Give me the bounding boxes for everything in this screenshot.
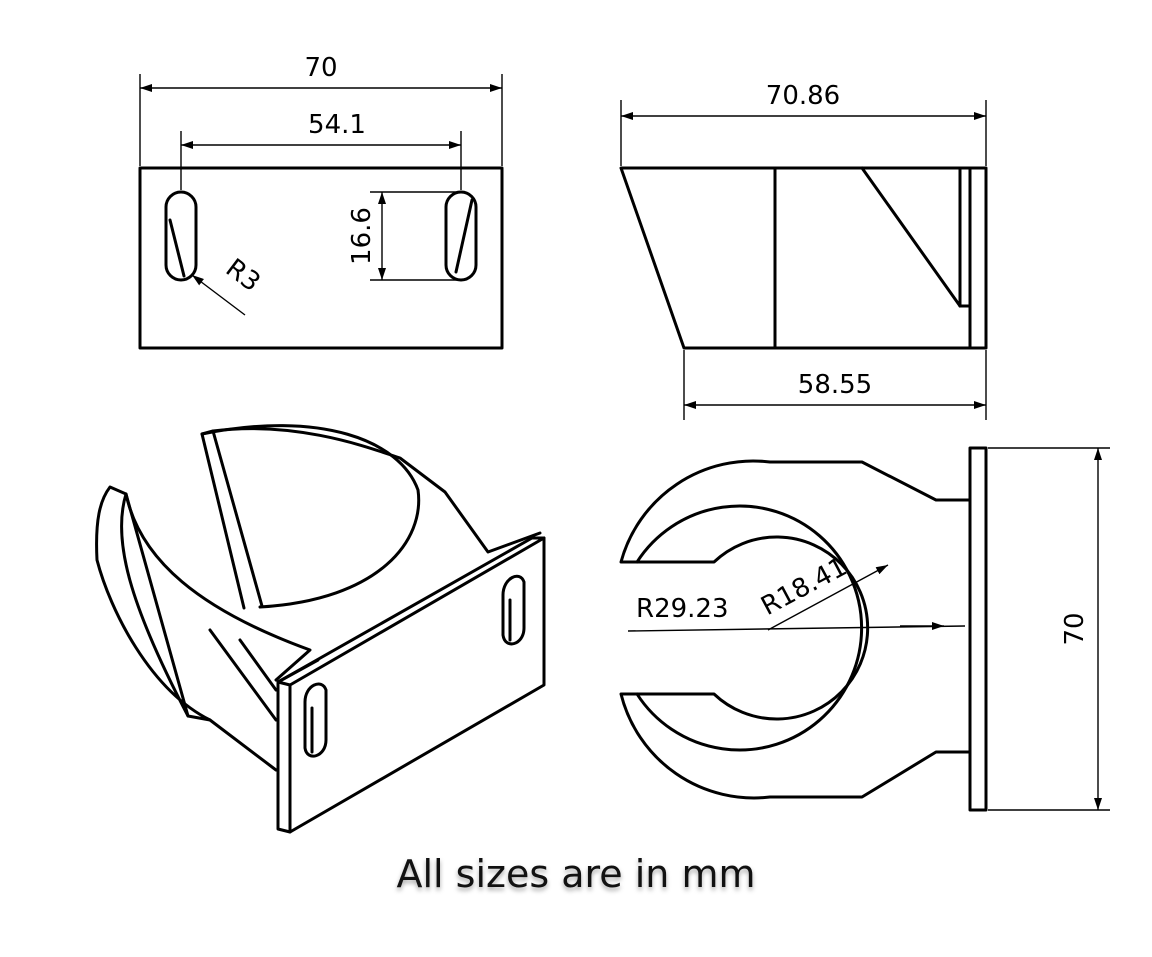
dim-front-width: 70 (139, 53, 503, 166)
right-slot-edge (454, 198, 474, 274)
dim-top-height: 70 (988, 447, 1110, 811)
iso-right-arm-edge (200, 432, 246, 610)
right-mounting-slot (444, 190, 478, 282)
dim-label-16-6: 16.6 (347, 207, 377, 265)
iso-plate-top-edge (276, 658, 320, 684)
dim-label-70-top: 70 (1060, 612, 1090, 645)
dim-label-r29-23: R29.23 (636, 594, 729, 624)
isometric-view (95, 424, 546, 834)
iso-base-floor (124, 492, 312, 682)
front-plate-outline (138, 166, 504, 350)
dim-slot-spacing: 54.1 (180, 110, 462, 190)
side-outline (619, 166, 988, 350)
iso-slot-left (303, 682, 328, 758)
front-view: 70 54.1 16.6 R3 (138, 53, 504, 350)
left-slot-edge (168, 218, 186, 278)
side-view: 70.86 58.55 (619, 81, 988, 420)
top-outline (619, 446, 988, 812)
iso-right-arm-edge-2 (211, 429, 264, 608)
dim-label-70-front: 70 (304, 53, 337, 83)
side-gusset-edge (860, 166, 962, 308)
dim-label-54-1: 54.1 (308, 110, 366, 140)
dim-label-r3: R3 (220, 253, 266, 298)
left-mounting-slot (164, 190, 198, 282)
dim-label-r18-41: R18.41 (756, 552, 852, 622)
iso-left-arm (95, 485, 212, 722)
iso-gusset (208, 628, 278, 722)
iso-left-arm-inner (124, 492, 190, 718)
iso-plate-front (276, 536, 546, 834)
dim-side-depth-bottom: 58.55 (683, 350, 987, 420)
units-caption: All sizes are in mm (396, 852, 756, 896)
iso-slot-right (501, 574, 526, 646)
top-view: R29.23 R18.41 70 (619, 446, 1110, 812)
dim-slot-length: 16.6 (347, 191, 458, 281)
dim-label-70-86: 70.86 (766, 81, 840, 111)
iso-rim-top (200, 427, 542, 554)
dim-side-depth-top: 70.86 (620, 81, 987, 166)
dim-outer-radius: R29.23 (627, 594, 966, 632)
iso-back-wall (200, 424, 421, 609)
dim-label-58-55: 58.55 (798, 370, 872, 400)
iso-base-curve (208, 718, 278, 772)
dim-slot-radius: R3 (191, 253, 266, 316)
